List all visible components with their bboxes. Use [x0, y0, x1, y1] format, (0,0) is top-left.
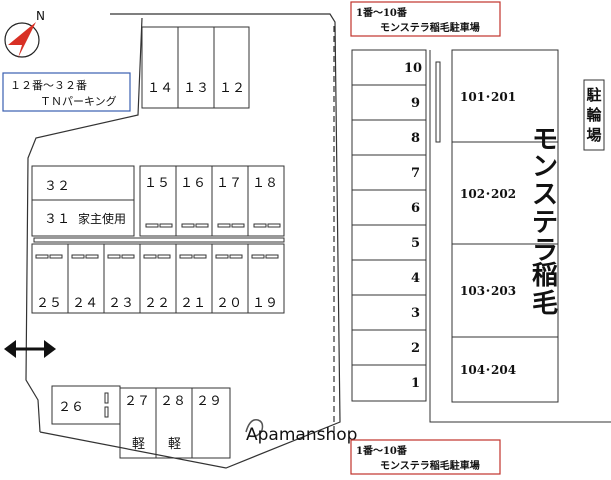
stall-number: １２	[219, 81, 245, 96]
row-divider	[33, 237, 285, 243]
stall-number: 9	[411, 96, 420, 111]
building-name-char: 毛	[532, 289, 558, 319]
boundary-left	[25, 17, 143, 433]
stall-number: 6	[411, 201, 420, 216]
stall-number: 7	[411, 166, 420, 181]
label-box-bottom-line2: モンステラ稲毛駐車場	[380, 459, 480, 472]
stall-number: ２２	[144, 296, 170, 311]
stall-number: 3	[411, 306, 420, 321]
stall-number: ２６	[58, 400, 84, 415]
building-name-char: ン	[532, 152, 558, 182]
stall-number: 8	[411, 131, 420, 146]
stall-number: ３１	[44, 212, 70, 227]
building-name: モ ン ス テ ラ 稲 毛	[532, 125, 558, 319]
stall-number: ３２	[44, 179, 70, 194]
bike-parking-char: 輪	[586, 106, 602, 124]
wheel-stops	[35, 254, 279, 259]
stall-row-mid-lower	[31, 243, 285, 314]
bike-parking-char: 駐	[586, 86, 601, 104]
stall-number: １８	[252, 176, 278, 191]
bike-parking-box	[583, 79, 605, 151]
label-box-tn-line2: ＴＮパーキング	[40, 94, 117, 108]
bike-parking-label: 駐 輪 場	[586, 86, 602, 144]
stall-number: 10	[404, 61, 422, 76]
label-box-monstera-top	[350, 1, 501, 37]
building-name-char: ラ	[532, 236, 558, 266]
stall-number: 2	[411, 341, 420, 356]
stall-number: ２８	[160, 394, 186, 409]
stall-number: ２７	[124, 394, 150, 409]
apamanshop-logo-icon: Apamanshop	[245, 419, 357, 445]
stall-number: １３	[183, 81, 209, 96]
stall-number: 1	[411, 376, 420, 391]
stall-number: １５	[144, 176, 170, 191]
stall-number: ２４	[72, 296, 98, 311]
stall-number: 4	[411, 271, 420, 286]
two-way-arrow-icon	[4, 340, 56, 358]
stall-number: ２１	[180, 296, 206, 311]
unit-label: 102･202	[460, 187, 516, 201]
stall-number: ２３	[108, 296, 134, 311]
stall-row-top	[141, 26, 250, 109]
stall-row-bottom	[51, 385, 231, 459]
stall-number: ２５	[36, 296, 62, 311]
unit-label: 104･204	[460, 363, 516, 377]
stall-row-mid-upper	[139, 165, 285, 237]
building-name-char: ス	[532, 180, 558, 210]
site-boundary	[39, 13, 341, 469]
stall-number: ２９	[196, 394, 222, 409]
stall-32-31	[31, 165, 135, 237]
stall-number: １９	[252, 296, 278, 311]
building-name-char: 稲	[532, 261, 558, 291]
building-name-char: モ	[532, 125, 558, 155]
label-box-bottom-line1: 1番～10番	[356, 444, 408, 457]
stall-note-kei: 軽	[168, 437, 181, 452]
label-box-top-line2: モンステラ稲毛駐車場	[380, 21, 480, 34]
stall-column-right	[351, 49, 441, 402]
stall-number: ２０	[216, 296, 242, 311]
building-lot-outline	[429, 50, 611, 423]
stall-note-kei: 軽	[132, 437, 145, 452]
label-box-top-line1: 1番～10番	[356, 6, 408, 19]
label-box-tn-parking	[2, 72, 131, 112]
compass-label: N	[36, 9, 45, 23]
wheel-stops	[145, 223, 281, 228]
stall-number: １６	[180, 176, 206, 191]
unit-label: 101･201	[460, 90, 516, 104]
stall-note-owner-use: 家主使用	[78, 211, 126, 226]
label-box-tn-line1: １２番～３２番	[10, 79, 87, 92]
bike-parking-char: 場	[586, 126, 601, 144]
building	[451, 49, 559, 403]
building-name-char: テ	[532, 208, 558, 238]
stall-number: 5	[411, 236, 420, 251]
watermark-text: Apamanshop	[246, 425, 357, 445]
compass-icon: N	[4, 9, 45, 58]
unit-label: 103･203	[460, 284, 516, 298]
stall-number: １４	[147, 81, 173, 96]
stall-number: １７	[216, 176, 242, 191]
label-box-monstera-bottom	[350, 439, 501, 475]
